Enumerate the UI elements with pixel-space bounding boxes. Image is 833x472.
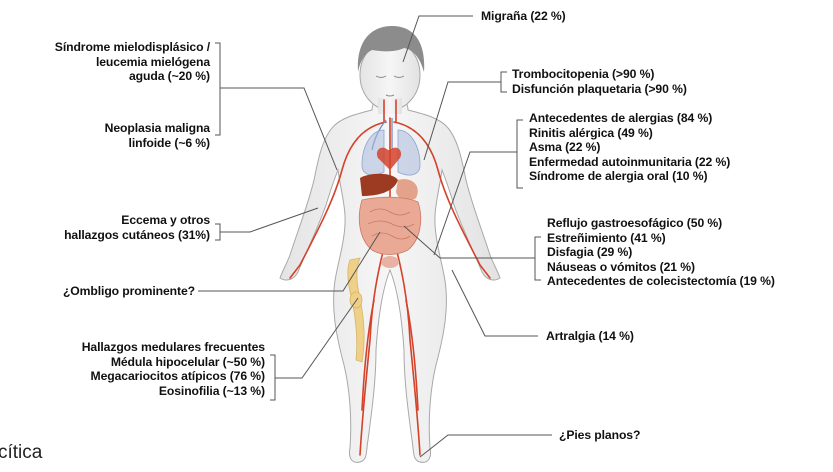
label-gi-3: Disfagia (29 %) bbox=[547, 245, 775, 260]
label-platelet-2: Disfunción plaquetaria (>90 %) bbox=[512, 82, 687, 97]
label-mds: Síndrome mielodisplásico / leucemia miel… bbox=[3, 40, 210, 84]
label-gi: Reflujo gastroesofágico (50 %) Estreñimi… bbox=[547, 216, 775, 289]
label-lymphoid-line2: linfoide (~6 %) bbox=[3, 136, 210, 151]
label-platelet: Trombocitopenia (>90 %) Disfunción plaqu… bbox=[512, 67, 687, 96]
label-flatfeet-text: ¿Pies planos? bbox=[559, 428, 640, 443]
partial-caption: cítica bbox=[0, 442, 42, 464]
label-navel-text: ¿Ombligo prominente? bbox=[3, 284, 195, 299]
label-marrow: Hallazgos medulares frecuentes Médula hi… bbox=[3, 340, 265, 398]
label-mds-line1: Síndrome mielodisplásico / bbox=[3, 40, 210, 55]
label-marrow-2: Megacariocitos atípicos (76 %) bbox=[3, 369, 265, 384]
label-allergy-1: Antecedentes de alergias (84 %) bbox=[529, 111, 730, 126]
label-mds-line2: leucemia mielógena bbox=[3, 55, 210, 70]
label-gi-2: Estreñimiento (41 %) bbox=[547, 231, 775, 246]
label-allergy-2: Rinitis alérgica (49 %) bbox=[529, 126, 730, 141]
label-arthralgia: Artralgia (14 %) bbox=[546, 329, 634, 344]
label-gi-1: Reflujo gastroesofágico (50 %) bbox=[547, 216, 775, 231]
label-allergy-4: Enfermedad autoinmunitaria (22 %) bbox=[529, 155, 730, 170]
label-migraine: Migraña (22 %) bbox=[481, 9, 566, 24]
label-lymphoid: Neoplasia maligna linfoide (~6 %) bbox=[3, 121, 210, 150]
label-eczema-line2: hallazgos cutáneos (31%) bbox=[3, 228, 210, 243]
bladder bbox=[381, 256, 399, 268]
intestines bbox=[359, 197, 421, 254]
label-migraine-text: Migraña (22 %) bbox=[481, 9, 566, 24]
label-allergy: Antecedentes de alergias (84 %) Rinitis … bbox=[529, 111, 730, 184]
label-flatfeet: ¿Pies planos? bbox=[559, 428, 640, 443]
label-eczema-line1: Eccema y otros bbox=[3, 213, 210, 228]
label-platelet-1: Trombocitopenia (>90 %) bbox=[512, 67, 687, 82]
label-marrow-3: Eosinofilia (~13 %) bbox=[3, 384, 265, 399]
label-marrow-title: Hallazgos medulares frecuentes bbox=[3, 340, 265, 355]
label-mds-line3: aguda (~20 %) bbox=[3, 69, 210, 84]
label-navel: ¿Ombligo prominente? bbox=[3, 284, 195, 299]
label-allergy-5: Síndrome de alergia oral (10 %) bbox=[529, 169, 730, 184]
label-allergy-3: Asma (22 %) bbox=[529, 140, 730, 155]
label-arthralgia-text: Artralgia (14 %) bbox=[546, 329, 634, 344]
label-gi-4: Náuseas o vómitos (21 %) bbox=[547, 260, 775, 275]
label-gi-5: Antecedentes de colecistectomía (19 %) bbox=[547, 274, 775, 289]
label-eczema: Eccema y otros hallazgos cutáneos (31%) bbox=[3, 213, 210, 242]
label-lymphoid-line1: Neoplasia maligna bbox=[3, 121, 210, 136]
label-marrow-1: Médula hipocelular (~50 %) bbox=[3, 355, 265, 370]
